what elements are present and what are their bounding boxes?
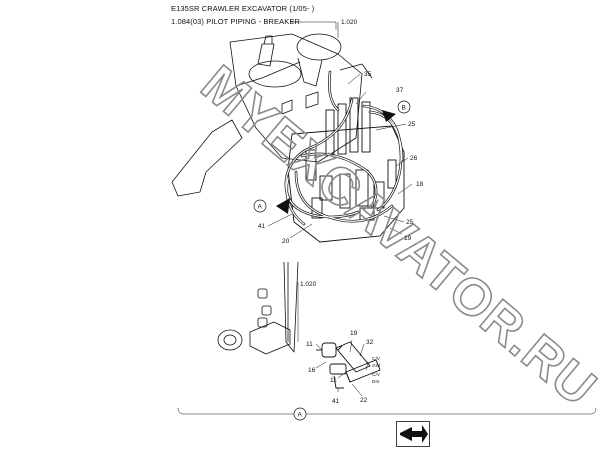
- reference-arrows: [276, 110, 396, 214]
- next-page-arrow-icon[interactable]: [396, 421, 430, 447]
- header-subtitle: 1.084(03) PILOT PIPING - BREAKER: [171, 17, 300, 26]
- callout-11-low: 11: [330, 377, 337, 384]
- callout-ref-1020-mid: 1.020: [300, 281, 317, 288]
- callout-37: 37: [396, 87, 404, 94]
- callout-ref-1020-top: 1.020: [341, 19, 358, 26]
- callout-18: 18: [416, 181, 424, 188]
- callout-19-mid: 19: [350, 330, 358, 337]
- callout-11-top: 11: [306, 341, 313, 348]
- callout-35: 35: [364, 71, 372, 78]
- watermark-text: MYEXCAVATOR.RU: [190, 55, 600, 418]
- callout-19-top: 19: [404, 235, 412, 242]
- cv-label-low-2: Drs: [372, 379, 380, 385]
- callout-32: 32: [366, 339, 374, 346]
- section-a-label-left: A: [258, 204, 263, 211]
- section-a-label-bottom: A: [298, 412, 303, 419]
- section-b-label: B: [402, 105, 406, 112]
- cv-label-top-2: Grd: [372, 363, 380, 369]
- callout-41-low: 41: [332, 398, 340, 405]
- cv-label-low-1: C/V: [372, 372, 381, 378]
- section-a-marker-left: [253, 199, 267, 213]
- excavator-frame: [171, 33, 373, 355]
- section-a-marker-bottom: [293, 407, 307, 421]
- callout-26: 26: [410, 155, 418, 162]
- callout-41-top: 41: [258, 223, 266, 230]
- cv-label-top-1: C/V: [372, 356, 381, 362]
- section-b-marker: [397, 100, 411, 114]
- callout-16: 16: [308, 367, 316, 374]
- fittings-detail: [316, 341, 381, 389]
- callout-22: 22: [360, 397, 368, 404]
- leader-lines: [177, 21, 597, 415]
- callout-20: 20: [282, 238, 290, 245]
- header-title: E135SR CRAWLER EXCAVATOR (1/05- ): [171, 4, 315, 13]
- callout-25-top: 25: [408, 121, 416, 128]
- callout-25-low: 25: [406, 219, 414, 226]
